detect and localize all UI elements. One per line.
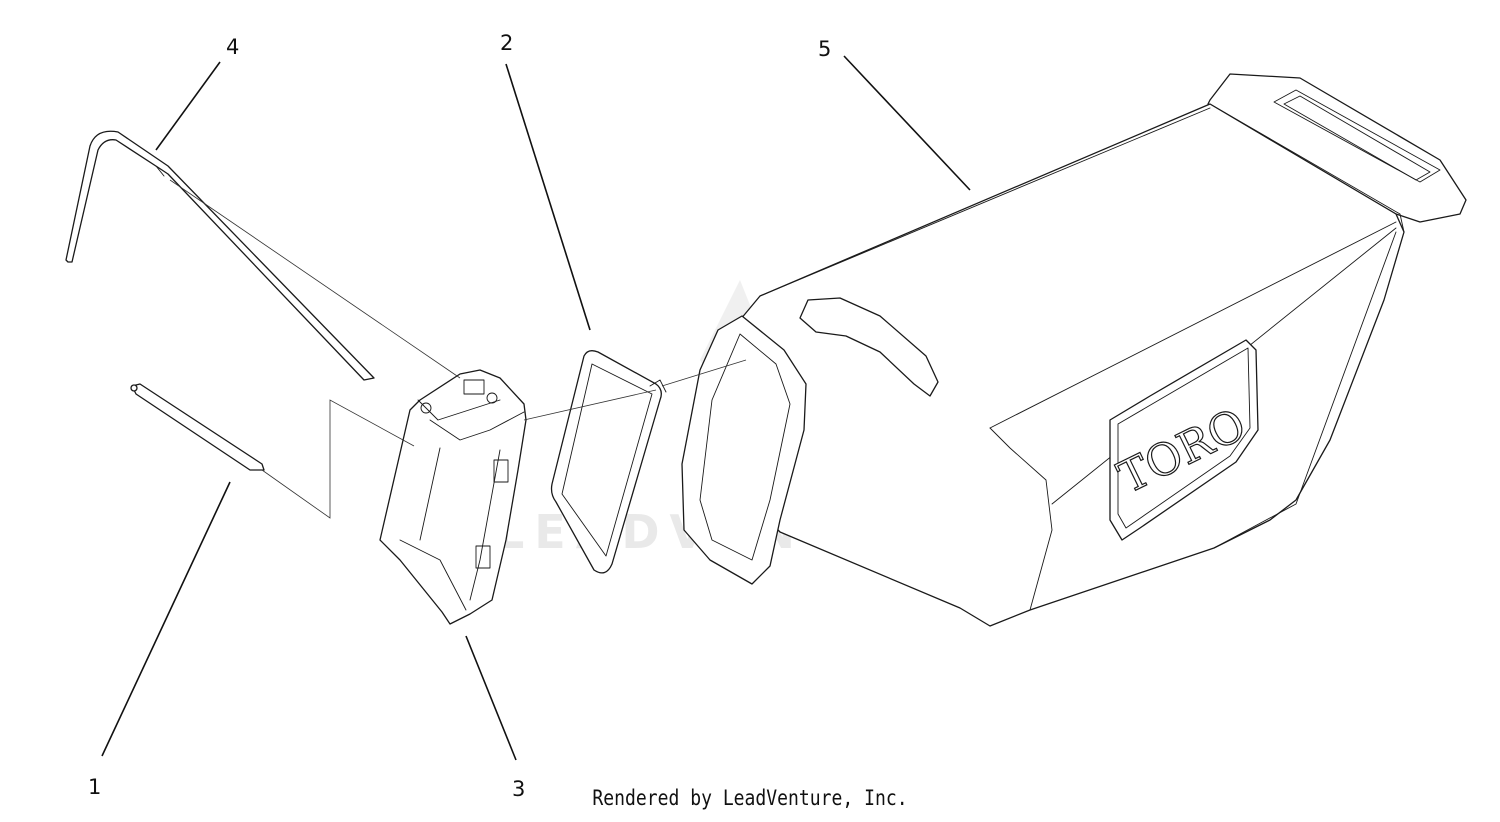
part-5-grass-bag[interactable]: TORO (681, 73, 1467, 627)
part-2-gasket[interactable] (550, 350, 667, 574)
callout-1: 1 (88, 775, 101, 799)
callout-3: 3 (512, 777, 525, 801)
leader-4 (155, 61, 221, 151)
leader-1 (101, 481, 231, 757)
part-4-handle-rod[interactable] (65, 130, 375, 381)
callout-4: 4 (226, 35, 239, 59)
render-credit: Rendered by LeadVenture, Inc. (592, 786, 908, 810)
callout-leaders (101, 55, 971, 761)
leader-2 (505, 63, 591, 331)
assembly-guide-lines (169, 179, 747, 519)
part-1-rod[interactable] (130, 383, 265, 471)
callout-numbers: 1 2 3 4 5 (88, 31, 831, 801)
part-3-frame[interactable] (379, 369, 527, 625)
leader-3 (465, 635, 517, 761)
callout-2: 2 (500, 31, 513, 55)
callout-5: 5 (818, 37, 831, 61)
leader-5 (843, 55, 971, 191)
